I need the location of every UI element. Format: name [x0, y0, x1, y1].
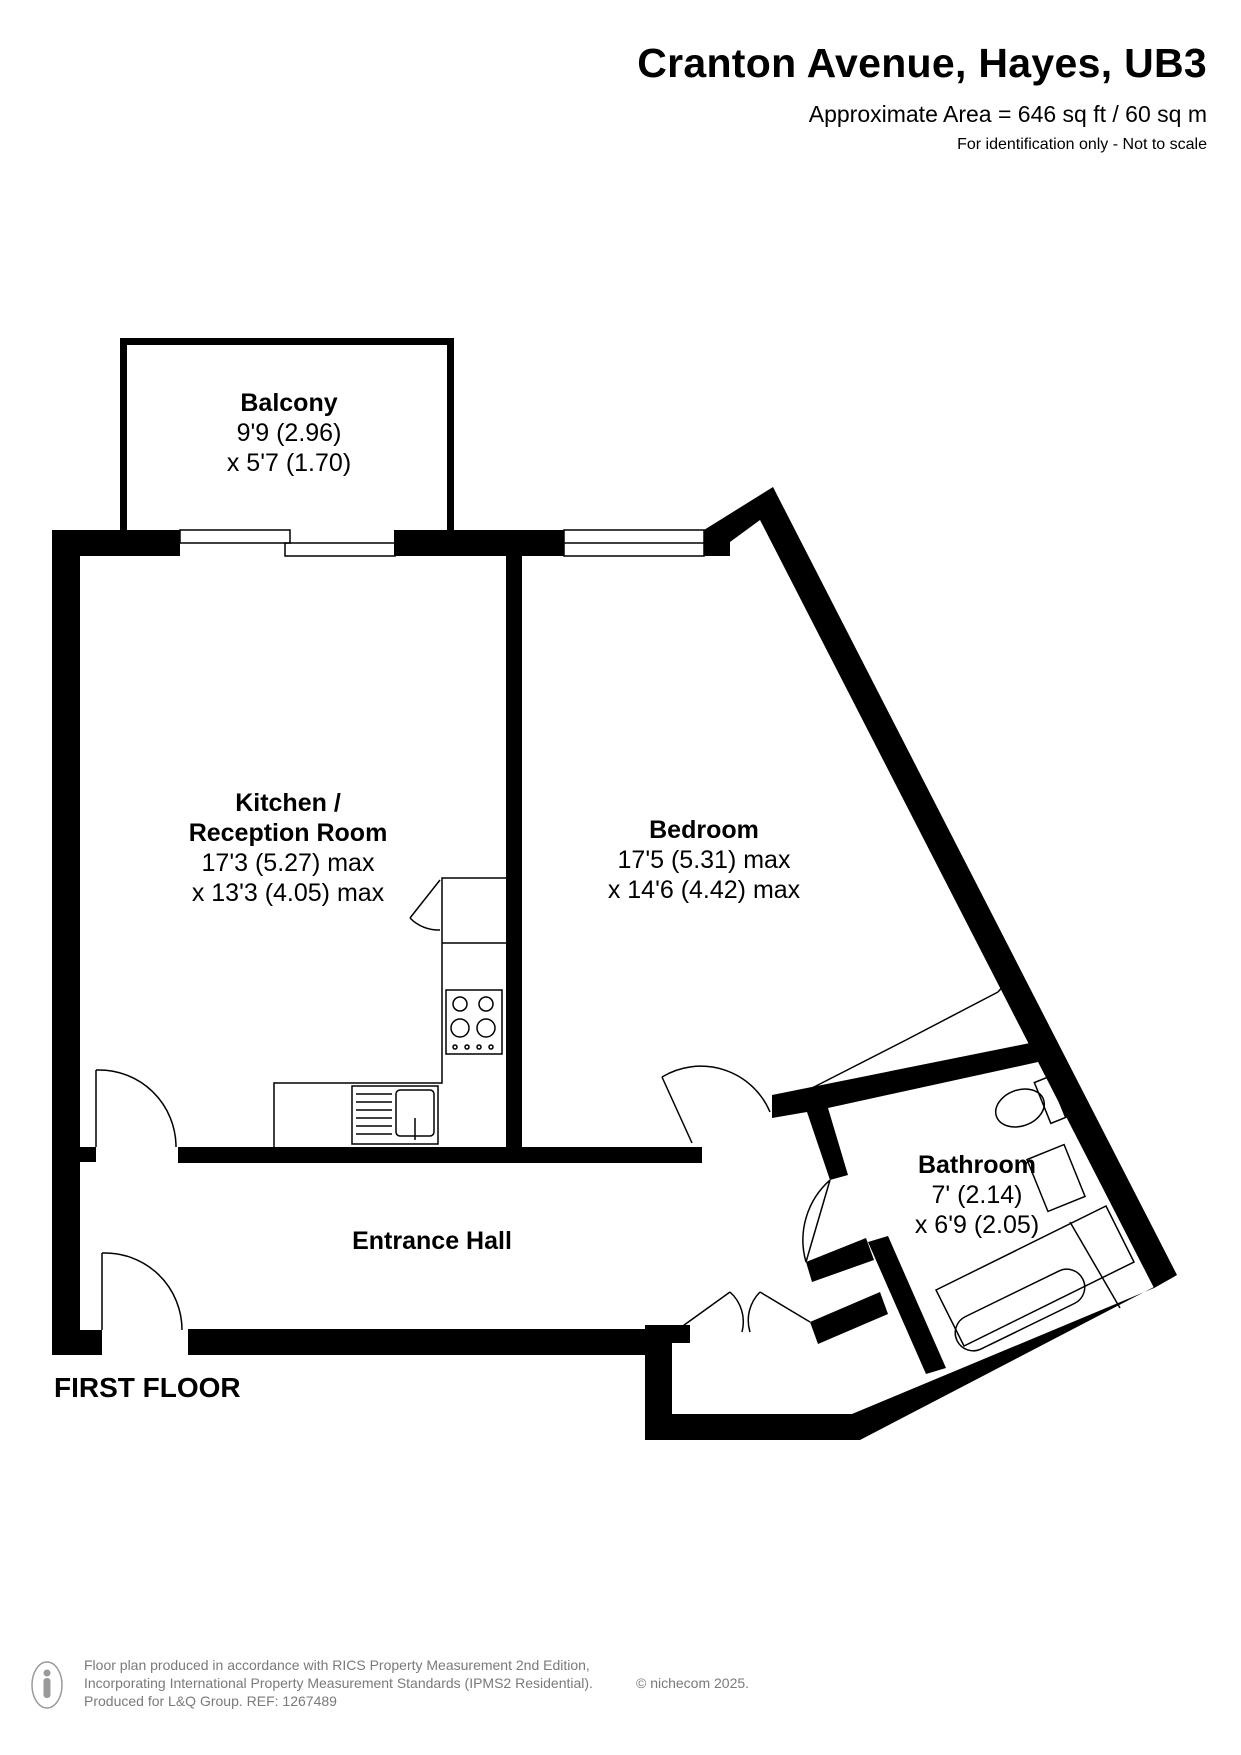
kitchen-cupboard-door [409, 879, 441, 931]
kitchen-counter [273, 877, 506, 1147]
wardrobe-rail-1 [811, 1039, 907, 1089]
scale-note: For identification only - Not to scale [957, 136, 1207, 153]
floor-label: FIRST FLOOR [54, 1372, 241, 1403]
bathroom-dimension-1: 7' (2.14) [931, 1181, 1023, 1209]
entrance-door [101, 1252, 183, 1331]
bathroom-door [802, 1179, 831, 1263]
cupboard-door-left [679, 1291, 745, 1333]
cupboard-door-right [747, 1291, 811, 1333]
kitchen-door [95, 1069, 177, 1148]
hall-bottom-wall [188, 1329, 672, 1355]
balcony-window-2 [284, 542, 396, 557]
property-title: Cranton Avenue, Hayes, UB3 [637, 40, 1207, 86]
bathroom-left-wall [868, 1236, 946, 1374]
person-icon [31, 1661, 63, 1709]
kitchen-units [273, 877, 506, 1147]
bedroom-door [661, 1065, 771, 1144]
room-bathroom: Bathroom 7' (2.14) x 6'9 (2.05) [884, 1150, 1070, 1240]
left-wall-stub-2 [52, 1330, 102, 1355]
wardrobe [811, 984, 1005, 1089]
sink [351, 1085, 439, 1145]
bedroom-label: Bedroom [649, 816, 759, 844]
footer-line-3: Produced for L&Q Group. REF: 1267489 [84, 1693, 337, 1709]
bathroom-dimension-2: x 6'9 (2.05) [914, 1211, 1040, 1239]
cupboard-wall-stub [672, 1325, 690, 1343]
balcony-window-1 [179, 529, 291, 544]
bathroom-door-wall [806, 1238, 874, 1282]
balcony-dimension-1: 9'9 (2.96) [236, 419, 342, 447]
left-wall-stub-1 [52, 1147, 96, 1162]
wardrobe-rail-2 [905, 991, 999, 1041]
kitchen-dimension-2: x 13'3 (4.05) max [191, 879, 385, 907]
footer-line-1: Floor plan produced in accordance with R… [84, 1657, 590, 1673]
hall-label: Entrance Hall [352, 1227, 512, 1255]
kitchen-label-line-2: Reception Room [188, 819, 388, 847]
bathroom-upper-wall [772, 1043, 1038, 1180]
footer-line-2: Incorporating International Property Mea… [84, 1675, 593, 1691]
bath [934, 1204, 1136, 1348]
room-balcony: Balcony 9'9 (2.96) x 5'7 (1.70) [180, 388, 398, 478]
room-bedroom: Bedroom 17'5 (5.31) max x 14'6 (4.42) ma… [560, 815, 848, 905]
bedroom-dimension-2: x 14'6 (4.42) max [607, 876, 801, 904]
hall-top-wall [178, 1147, 702, 1163]
hob [445, 989, 503, 1055]
kitchen-dimension-1: 17'3 (5.27) max [201, 849, 375, 877]
room-entrance-hall: Entrance Hall [312, 1226, 552, 1256]
basin [1025, 1143, 1087, 1213]
footer-copyright: © nichecom 2025. [636, 1675, 750, 1691]
bathroom-fittings [934, 1075, 1136, 1352]
windows [179, 529, 705, 557]
approximate-area: Approximate Area = 646 sq ft / 60 sq m [808, 101, 1207, 127]
doors [95, 879, 831, 1333]
kitchen-bedroom-partition [506, 556, 522, 1147]
balcony-dimension-2: x 5'7 (1.70) [226, 449, 352, 477]
walls [52, 338, 1177, 1440]
left-wall-upper [52, 530, 80, 1147]
bottom-outer-wall [645, 1275, 1177, 1440]
cupboard-wall [810, 1292, 888, 1344]
bedroom-angled-wall [704, 487, 1177, 1288]
plan-footer: Floor plan produced in accordance with R… [84, 1656, 749, 1710]
top-wall-mid [394, 530, 564, 556]
room-kitchen-reception: Kitchen / Reception Room 17'3 (5.27) max… [150, 788, 426, 908]
left-wall-lower [52, 1162, 80, 1355]
kitchen-label-line-1: Kitchen / [235, 789, 341, 817]
bathroom-label: Bathroom [917, 1151, 1037, 1179]
plan-header: Cranton Avenue, Hayes, UB3 Approximate A… [637, 40, 1207, 154]
toilet [994, 1088, 1046, 1128]
bedroom-dimension-1: 17'5 (5.31) max [617, 846, 791, 874]
balcony-label: Balcony [240, 389, 338, 417]
